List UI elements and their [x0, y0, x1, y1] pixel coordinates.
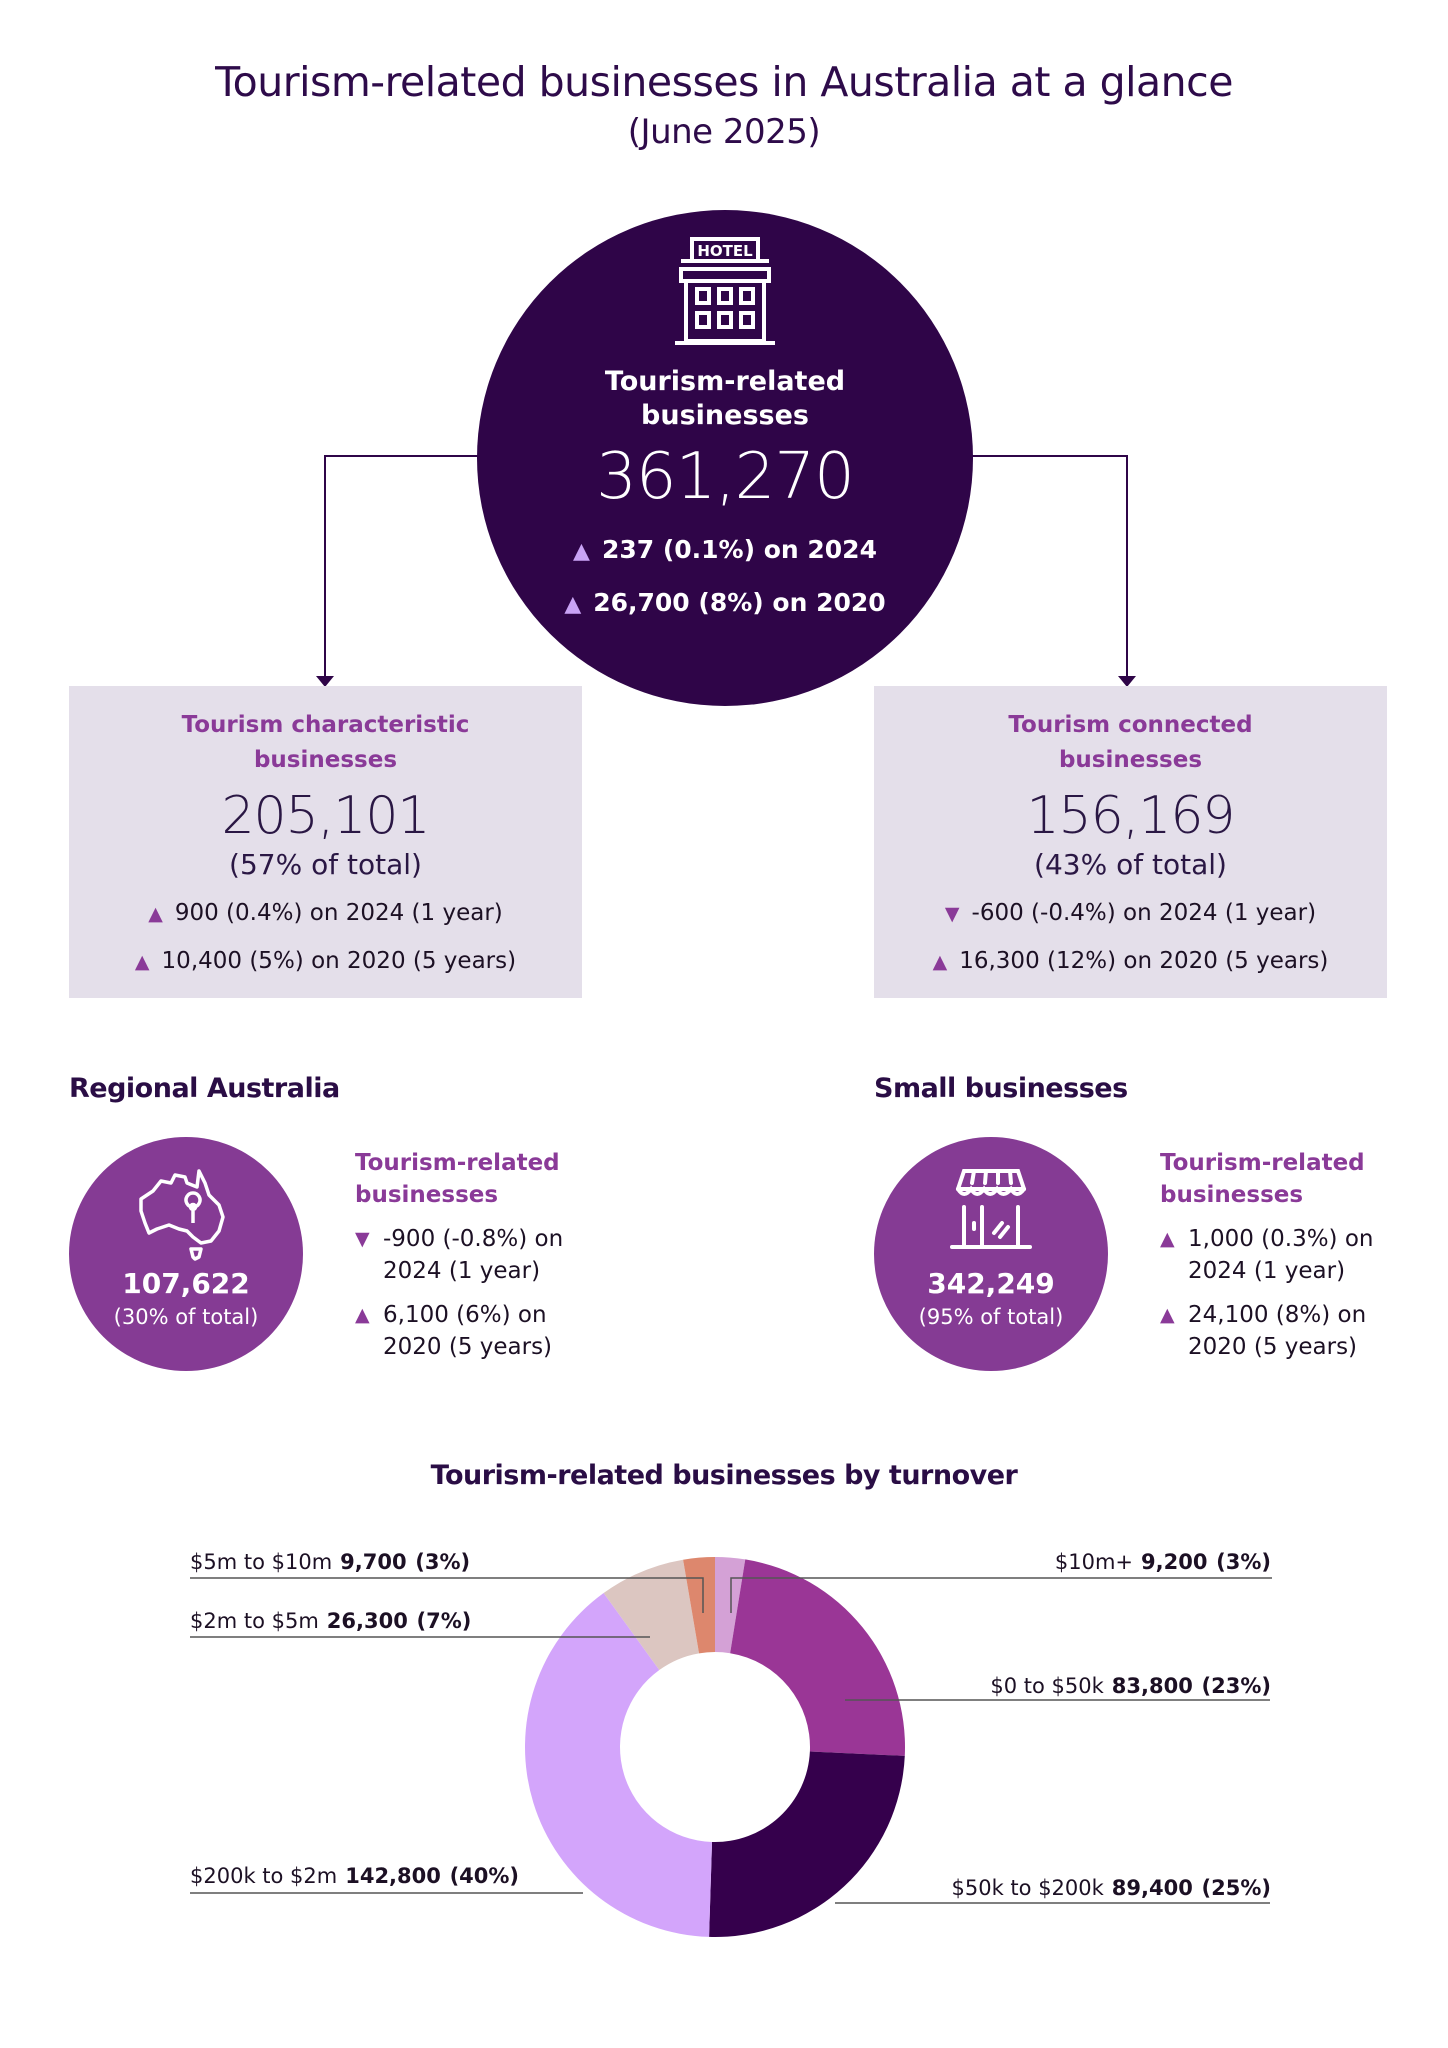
connector-left-v: [324, 455, 326, 679]
connected-change-5y: ▲16,300 (12%) on 2020 (5 years): [932, 948, 1329, 974]
donut-slice: [730, 1559, 905, 1756]
triangle-up-icon: ▲: [932, 951, 948, 973]
triangle-up-icon: ▲: [1160, 1228, 1175, 1250]
small-share: (95% of total): [918, 1305, 1064, 1329]
regional-heading: Regional Australia: [69, 1073, 340, 1104]
svg-text:HOTEL: HOTEL: [697, 242, 753, 260]
triangle-up-icon: ▲: [564, 592, 582, 617]
australia-map-pin-icon: [139, 1169, 225, 1261]
characteristic-change-1y: ▲900 (0.4%) on 2024 (1 year): [148, 900, 503, 926]
triangle-up-icon: ▲: [573, 539, 590, 564]
small-circle: 342,249 (95% of total): [874, 1137, 1108, 1371]
triangle-up-icon: ▲: [355, 1304, 370, 1326]
connected-change-1y: ▼-600 (-0.4%) on 2024 (1 year): [944, 900, 1317, 926]
small-heading: Small businesses: [874, 1073, 1128, 1104]
page-title: Tourism-related businesses in Australia …: [215, 58, 1233, 106]
donut-slice: [683, 1557, 715, 1654]
arrow-down-icon: [316, 676, 334, 687]
arrow-down-icon: [1118, 676, 1136, 687]
label-10m-plus: $10m+9,200 (3%): [1054, 1550, 1271, 1574]
page-subtitle: (June 2025): [627, 112, 821, 152]
donut-slice: [603, 1559, 700, 1671]
chart-title: Tourism-related businesses by turnover: [430, 1460, 1018, 1491]
triangle-up-icon: ▲: [1160, 1304, 1175, 1326]
total-circle: HOTEL Tourism-related businesses 361,270…: [477, 210, 973, 706]
triangle-down-icon: ▼: [355, 1228, 370, 1250]
regional-value: 107,622: [122, 1267, 250, 1300]
small-side-label: Tourism-related businesses: [1160, 1150, 1365, 1208]
regional-side-label: Tourism-related businesses: [355, 1150, 560, 1208]
triangle-down-icon: ▼: [944, 903, 960, 925]
donut-slice: [715, 1557, 746, 1654]
triangle-up-icon: ▲: [134, 951, 150, 973]
regional-changes: Tourism-related businesses ▼-900 (-0.8%)…: [355, 1147, 595, 1363]
connector-left-h: [324, 455, 484, 457]
small-value: 342,249: [927, 1267, 1055, 1300]
donut-slice: [524, 1593, 713, 1937]
characteristic-box: Tourism characteristic businesses 205,10…: [69, 686, 582, 998]
connector-right-h: [966, 455, 1127, 457]
total-change-2024: ▲237 (0.1%) on 2024: [573, 535, 877, 564]
triangle-up-icon: ▲: [148, 903, 163, 925]
connected-share: (43% of total): [1034, 848, 1227, 881]
connector-right-v: [1126, 455, 1128, 679]
total-value: 361,270: [596, 440, 855, 514]
characteristic-share: (57% of total): [229, 848, 422, 881]
connected-label: Tourism connected businesses: [1008, 712, 1253, 773]
characteristic-change-5y: ▲10,400 (5%) on 2020 (5 years): [134, 948, 517, 974]
regional-share: (30% of total): [113, 1305, 259, 1329]
regional-circle: 107,622 (30% of total): [69, 1137, 303, 1371]
small-changes: Tourism-related businesses ▲1,000 (0.3%)…: [1160, 1147, 1400, 1363]
total-change-2020: ▲26,700 (8%) on 2020: [564, 588, 886, 617]
characteristic-label: Tourism characteristic businesses: [181, 712, 470, 773]
connected-box: Tourism connected businesses 156,169 (43…: [874, 686, 1387, 998]
storefront-icon: [950, 1169, 1032, 1249]
total-label: Tourism-related businesses: [604, 366, 846, 431]
connected-value: 156,169: [1026, 786, 1235, 846]
characteristic-value: 205,101: [221, 786, 430, 846]
hotel-icon: HOTEL: [675, 237, 775, 345]
donut-slice: [709, 1751, 905, 1937]
